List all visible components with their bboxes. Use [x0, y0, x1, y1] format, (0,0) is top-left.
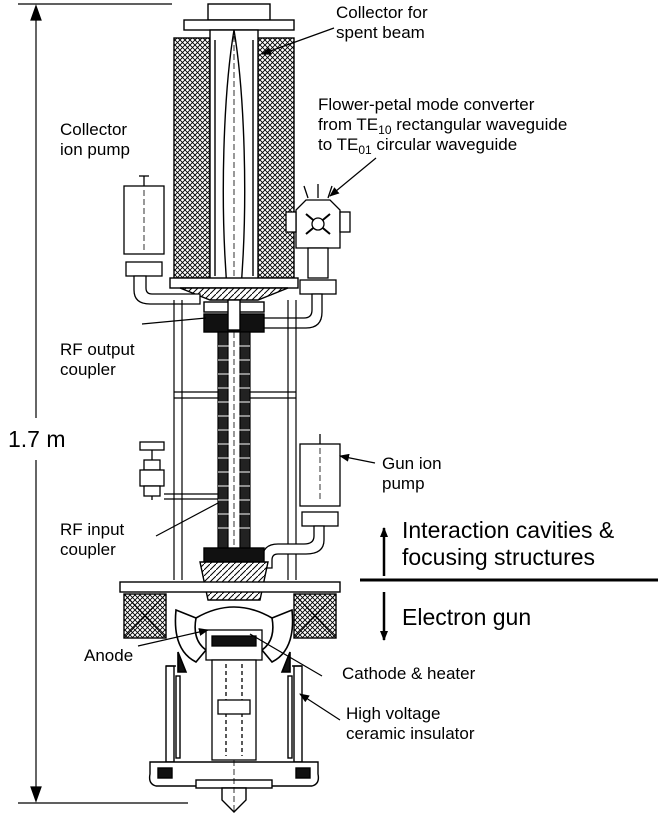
leader-arrows — [137, 27, 377, 721]
interaction-label-line1: Interaction cavities & — [402, 517, 615, 543]
cavity-stack — [217, 331, 251, 551]
collector-ion-pump-label-line1: Collector — [60, 120, 128, 139]
converter-label-line3: to TE01 circular waveguide — [318, 135, 567, 157]
rf-output-coupler — [203, 299, 265, 333]
mode-converter — [261, 184, 351, 329]
rf-output-coupler-label: RF output coupler — [60, 340, 135, 380]
height-dimension — [18, 3, 188, 804]
base-flange — [148, 760, 320, 813]
anode-label: Anode — [84, 646, 134, 665]
rf-output-coupler-label-line1: RF output — [60, 340, 135, 359]
interaction-label-line2: focusing structures — [402, 544, 596, 570]
insulator-label-line1: High voltage — [346, 704, 441, 723]
collector-ion-pump-label: Collector ion pump — [60, 120, 130, 160]
rf-input-coupler — [139, 441, 218, 500]
gun-ion-pump-label-line2: pump — [382, 474, 425, 493]
rf-input-coupler-label-line1: RF input — [60, 520, 125, 539]
converter-label: Flower-petal mode converter from TE10 re… — [318, 95, 568, 157]
cathode-heater — [205, 629, 263, 761]
insulator-label: High voltage ceramic insulator — [346, 704, 475, 744]
converter-label-line1: Flower-petal mode converter — [318, 95, 535, 114]
collector-ion-pump — [123, 175, 201, 305]
gun-flange — [119, 547, 341, 639]
converter-line3-suffix: circular waveguide — [371, 135, 518, 154]
converter-line2-prefix: from TE — [318, 115, 379, 134]
gun-ion-pump — [261, 434, 341, 569]
gun-ion-pump-label-line1: Gun ion — [382, 454, 442, 473]
converter-label-line2: from TE10 rectangular waveguide — [318, 115, 568, 137]
collector-label-line1: Collector for — [336, 3, 428, 22]
converter-line2-subscript: 10 — [378, 123, 392, 137]
insulator-label-line2: ceramic insulator — [346, 724, 475, 743]
gun-ion-pump-label: Gun ion pump — [382, 454, 442, 494]
rf-output-coupler-label-line2: coupler — [60, 360, 116, 379]
rf-input-coupler-label-line2: coupler — [60, 540, 116, 559]
cathode-label: Cathode & heater — [342, 664, 476, 683]
height-label: 1.7 m — [6, 426, 68, 453]
converter-line3-subscript: 01 — [358, 143, 372, 157]
converter-line3-prefix: to TE — [318, 135, 359, 154]
collector-ion-pump-label-line2: ion pump — [60, 140, 130, 159]
section-divider — [360, 527, 658, 641]
collector-label: Collector for spent beam — [336, 3, 428, 43]
collector-body — [169, 3, 299, 301]
electron-gun-label: Electron gun — [402, 604, 532, 630]
converter-line2-suffix: rectangular waveguide — [391, 115, 568, 134]
rf-input-coupler-label: RF input coupler — [60, 520, 124, 560]
interaction-section-label: Interaction cavities & focusing structur… — [402, 517, 614, 571]
collector-label-line2: spent beam — [336, 23, 425, 42]
